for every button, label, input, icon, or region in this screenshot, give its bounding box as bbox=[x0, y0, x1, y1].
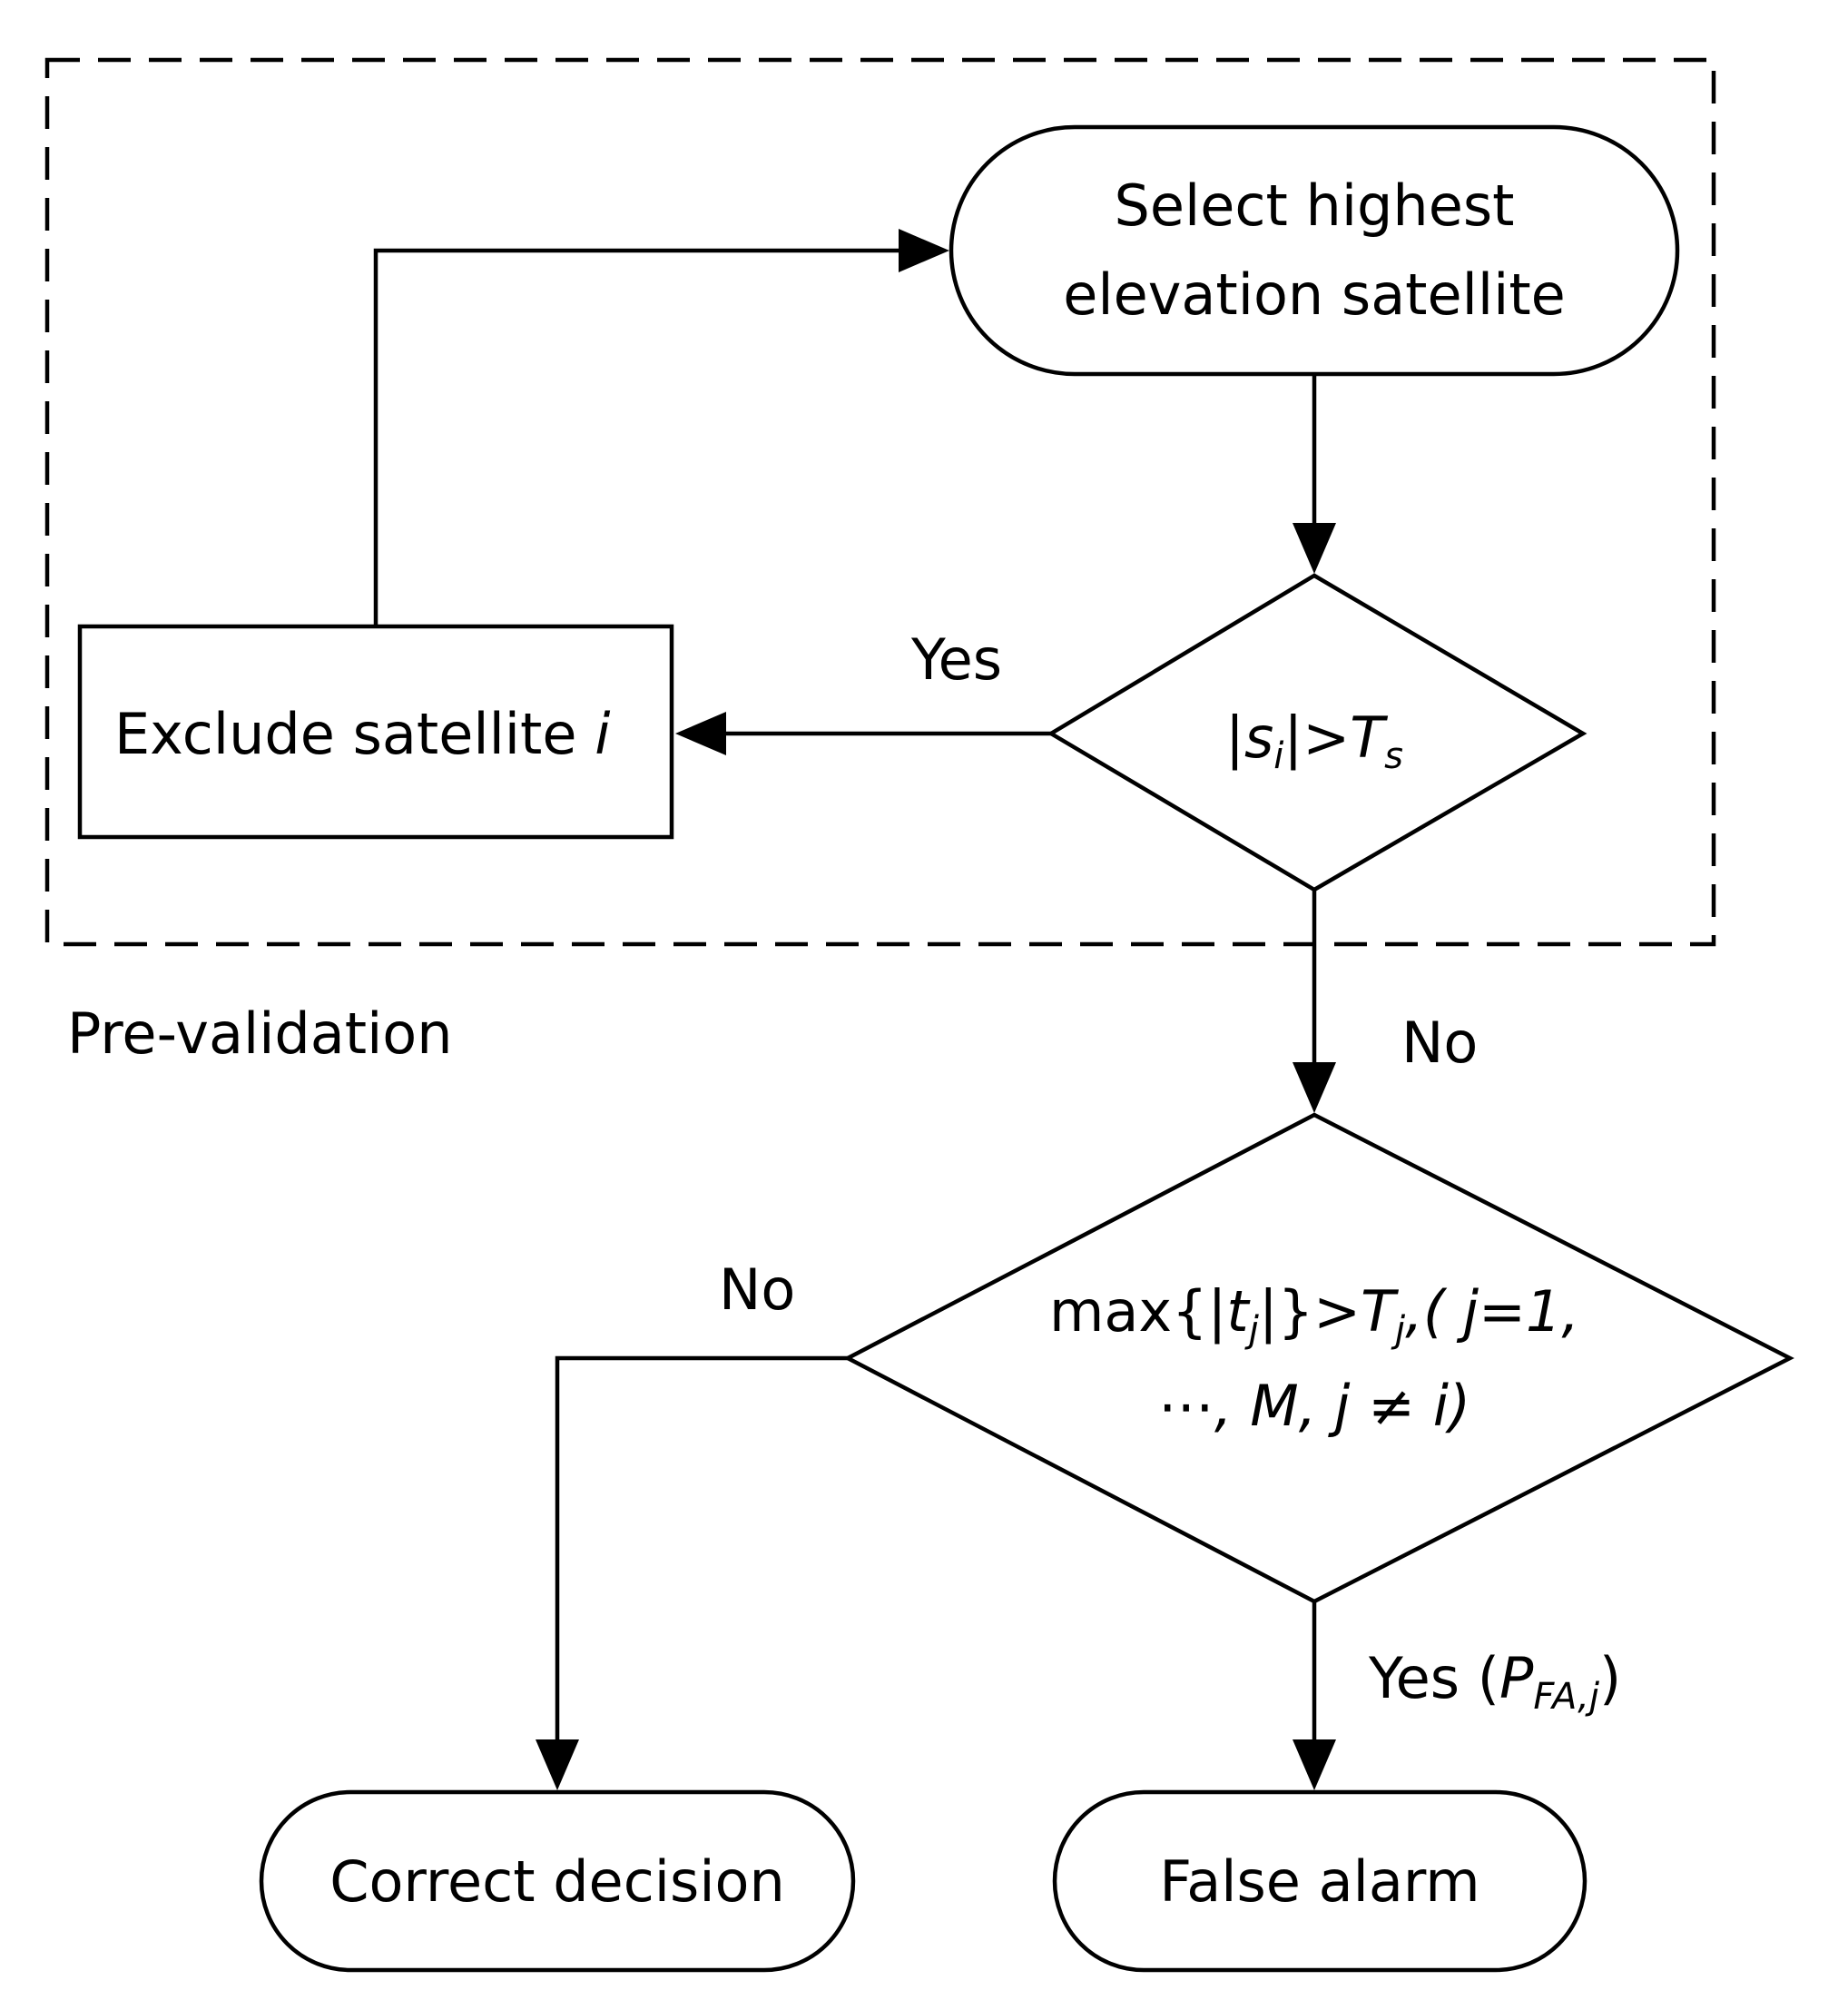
arrowhead-exclude-to-select bbox=[899, 229, 949, 272]
select-satellite-line2: elevation satellite bbox=[1063, 261, 1566, 328]
max-test-threshold-sub: j bbox=[1391, 1309, 1406, 1351]
max-test-var: t bbox=[1226, 1278, 1251, 1345]
max-test-threshold: T bbox=[1361, 1278, 1399, 1345]
edge-label-yes-exclude: Yes bbox=[910, 626, 1002, 693]
select-satellite-line1: Select highest bbox=[1115, 172, 1515, 239]
edge-label-yes-text: Yes ( bbox=[1368, 1645, 1499, 1711]
arrowhead-max-test-to-correct bbox=[536, 1739, 579, 1790]
max-test-suffix: ,( j=1, bbox=[1405, 1278, 1579, 1345]
edge-label-yes-false-alarm: Yes (PFA,j) bbox=[1368, 1645, 1621, 1718]
exclude-satellite-var: i bbox=[595, 701, 610, 767]
select-satellite-node bbox=[949, 124, 1680, 377]
prevalidation-threshold-sub: s bbox=[1384, 735, 1403, 777]
max-test-line1: max{|tj|}>Tj,( j=1, bbox=[1049, 1278, 1579, 1351]
prevalidation-abs-close: |> bbox=[1283, 704, 1350, 772]
arrowhead-select-to-decision bbox=[1293, 523, 1336, 574]
prevalidation-threshold: T bbox=[1350, 704, 1388, 771]
prevalidation-var-sub: i bbox=[1273, 735, 1283, 777]
edge-exclude-to-select bbox=[373, 248, 902, 626]
false-alarm-label: False alarm bbox=[1159, 1848, 1479, 1915]
max-test-decision bbox=[843, 1112, 1794, 1604]
arrowhead-max-test-to-false-alarm bbox=[1293, 1739, 1336, 1790]
exclude-satellite-label: Exclude satellite i bbox=[114, 701, 610, 767]
arrowhead-decision-to-max-test bbox=[1293, 1062, 1336, 1113]
correct-decision-node bbox=[259, 1789, 856, 1973]
false-alarm-node bbox=[1052, 1789, 1588, 1973]
edge-max-test-to-correct bbox=[555, 1355, 848, 1741]
max-test-line2: ⋯, M, j ≠ i) bbox=[1158, 1373, 1470, 1439]
prevalidation-abs-open: | bbox=[1225, 704, 1244, 772]
prevalidation-var: s bbox=[1244, 704, 1273, 771]
edge-label-pfa-var: P bbox=[1499, 1645, 1534, 1711]
max-test-prefix: max{| bbox=[1049, 1278, 1226, 1345]
edge-label-no-to-max: No bbox=[1401, 1010, 1478, 1076]
max-test-var-sub: j bbox=[1244, 1309, 1260, 1351]
edge-label-pfa-close: ) bbox=[1599, 1645, 1621, 1711]
edge-label-pfa-sub: FA,j bbox=[1533, 1676, 1599, 1718]
correct-decision-label: Correct decision bbox=[329, 1848, 785, 1915]
prevalidation-group-box bbox=[44, 57, 1716, 947]
max-test-mid: |}> bbox=[1259, 1278, 1361, 1345]
exclude-satellite-node bbox=[77, 624, 674, 840]
exclude-satellite-text: Exclude satellite bbox=[114, 701, 595, 767]
prevalidation-condition: |si|>Ts bbox=[1225, 704, 1403, 777]
prevalidation-group-label: Pre-validation bbox=[67, 1000, 453, 1067]
edge-label-no-correct: No bbox=[719, 1256, 795, 1323]
arrowhead-decision-to-exclude bbox=[675, 712, 726, 755]
